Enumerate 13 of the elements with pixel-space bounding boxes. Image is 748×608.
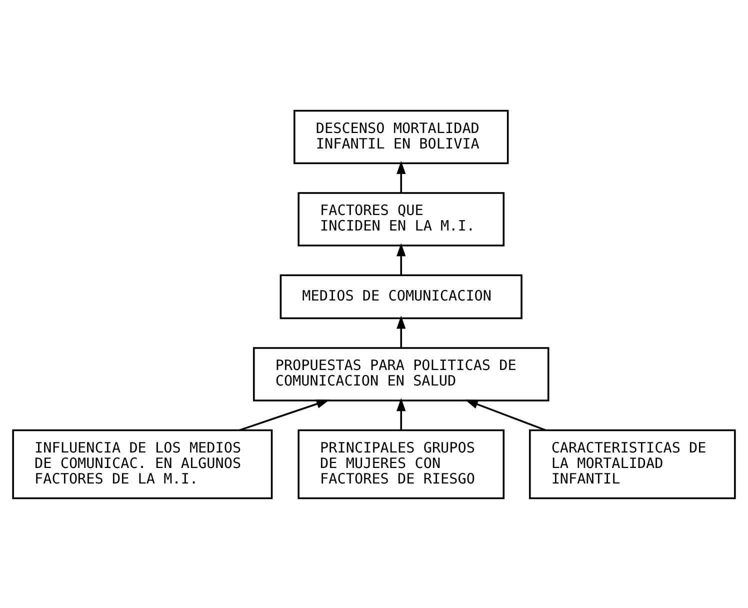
arrow [396,160,406,192]
node-box: INFLUENCIA DE LOS MEDIOS DE COMUNICAC. EN ALGUNOS FACTORES DE LA M.I. [12,428,273,499]
arrow [239,399,330,431]
node-box: PRINCIPALES GRUPOS DE MUJERES CON FACTORES DE RIESGO [298,428,505,499]
arrow [464,399,546,431]
node-box: CARACTERISTICAS DE LA MORTALIDAD INFANTIL [528,428,736,499]
arrow [396,315,406,348]
node-box: PROPUESTAS PARA POLITICAS DE COMUNICACION EN SALUD [252,346,550,401]
arrow [396,242,406,275]
node-box: DESCENSO MORTALIDAD INFANTIL EN BOLIVIA [294,109,509,164]
node-box: FACTORES QUE INCIDEN EN LA M.I. [298,192,505,246]
node-box: MEDIOS DE COMUNICACION [280,274,522,319]
arrow [396,397,406,430]
